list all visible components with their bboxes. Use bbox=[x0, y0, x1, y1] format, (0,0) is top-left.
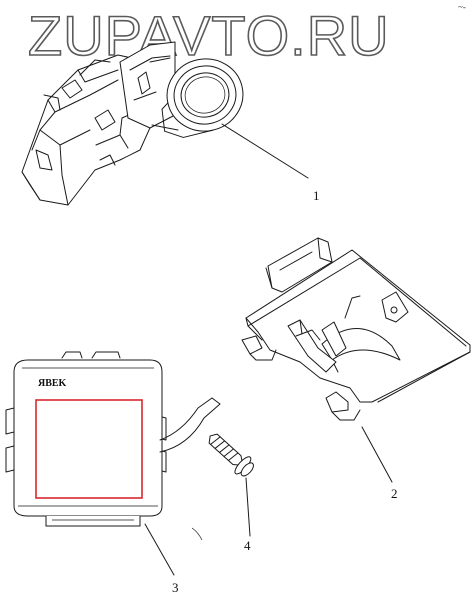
leader-line-4 bbox=[245, 477, 251, 537]
leader-line-3 bbox=[144, 523, 175, 576]
leader-line-2 bbox=[361, 426, 393, 483]
callout-2: 2 bbox=[391, 486, 398, 501]
corner-mark: ~- bbox=[458, 2, 466, 12]
leader-line-1 bbox=[221, 123, 309, 179]
part-4-screw bbox=[208, 433, 254, 477]
watermark-text: ZUPAVTO.RU bbox=[28, 4, 390, 67]
highlight-box bbox=[35, 399, 143, 499]
part-3-control-module: ЯBEK bbox=[5, 351, 221, 527]
part-2-mounting-bracket bbox=[241, 237, 471, 421]
stray-mark bbox=[191, 527, 203, 541]
part-1-parking-sensor bbox=[21, 41, 244, 206]
module-label: ЯBEK bbox=[38, 378, 67, 389]
callout-4: 4 bbox=[244, 538, 251, 553]
callout-1: 1 bbox=[313, 188, 320, 203]
callout-3: 3 bbox=[172, 580, 179, 595]
